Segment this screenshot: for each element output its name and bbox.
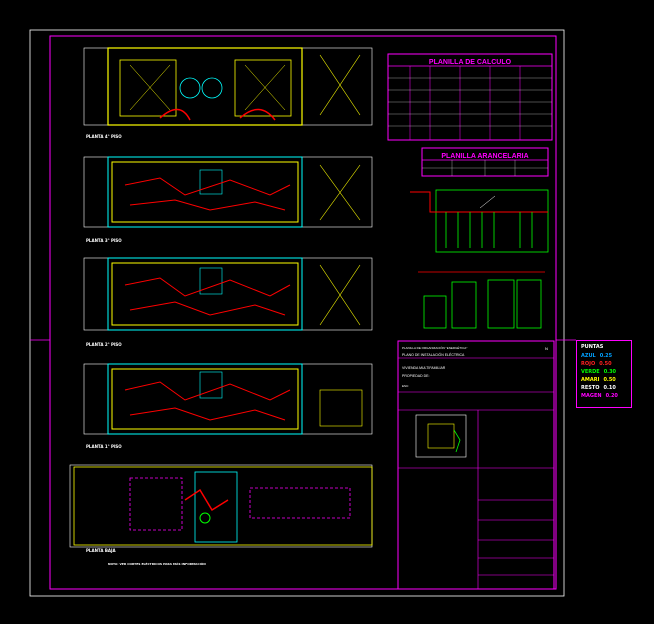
floor-label-1: PLANTA 1° PISO	[86, 444, 122, 449]
floor-label-4: PLANTA 4° PISO	[86, 134, 122, 139]
floor-label-ground: PLANTA BAJA	[86, 548, 116, 553]
pen-name: VERDE	[581, 369, 600, 375]
calc-table-title: PLANILLA DE CALCULO	[429, 59, 512, 66]
floor-plan-4	[83, 47, 373, 126]
title-block-north-mark: N	[545, 346, 548, 351]
floor-plan-1	[83, 363, 373, 435]
tariff-table-title: PLANILLA ARANCELARIA	[441, 153, 528, 160]
pen-width: 0.30	[603, 369, 617, 375]
title-block	[397, 340, 555, 590]
title-block-line3: VIVIENDA MULTIFAMILIAR	[402, 366, 446, 370]
pen-width: 0.50	[599, 361, 612, 367]
pen-name: RESTO	[581, 385, 600, 391]
title-block-line2: PLANO DE INSTALACIÓN ELÉCTRICA	[402, 352, 465, 357]
inner-frame	[49, 35, 557, 590]
pen-name: MAGEN	[581, 393, 602, 399]
pen-width: 0.50	[603, 377, 616, 383]
title-block-line4: PROPIEDAD DE:	[402, 374, 429, 378]
pen-name: AZUL	[581, 353, 596, 359]
pen-width: 0.10	[603, 385, 616, 391]
pen-name: ROJO	[581, 361, 596, 367]
pen-width: 0.25	[599, 353, 613, 359]
floor-plan-3	[83, 156, 373, 228]
floor-label-2: PLANTA 2° PISO	[86, 342, 122, 347]
single-line-diagram-main	[410, 189, 549, 253]
bottom-note: NOTA: VER CORTES ELÉCTRICOS PARA MÁS INF…	[108, 561, 206, 566]
pen-name: AMARI	[581, 377, 600, 383]
single-line-diagram-sub	[418, 271, 545, 329]
pen-width: 0.20	[605, 393, 618, 399]
pen-legend-title: PUNTAS	[581, 344, 604, 350]
title-block-line1: PLANILLA DE ORGANIZACIÓN "ENERGÉTICA"	[402, 345, 467, 350]
tariff-table	[421, 147, 549, 177]
outer-frame	[29, 29, 565, 597]
floor-plan-2	[83, 257, 373, 331]
floor-plan-ground	[69, 464, 373, 548]
calc-table	[387, 53, 553, 141]
floor-label-3: PLANTA 3° PISO	[86, 238, 122, 243]
title-block-scale: ESC:	[402, 384, 409, 388]
